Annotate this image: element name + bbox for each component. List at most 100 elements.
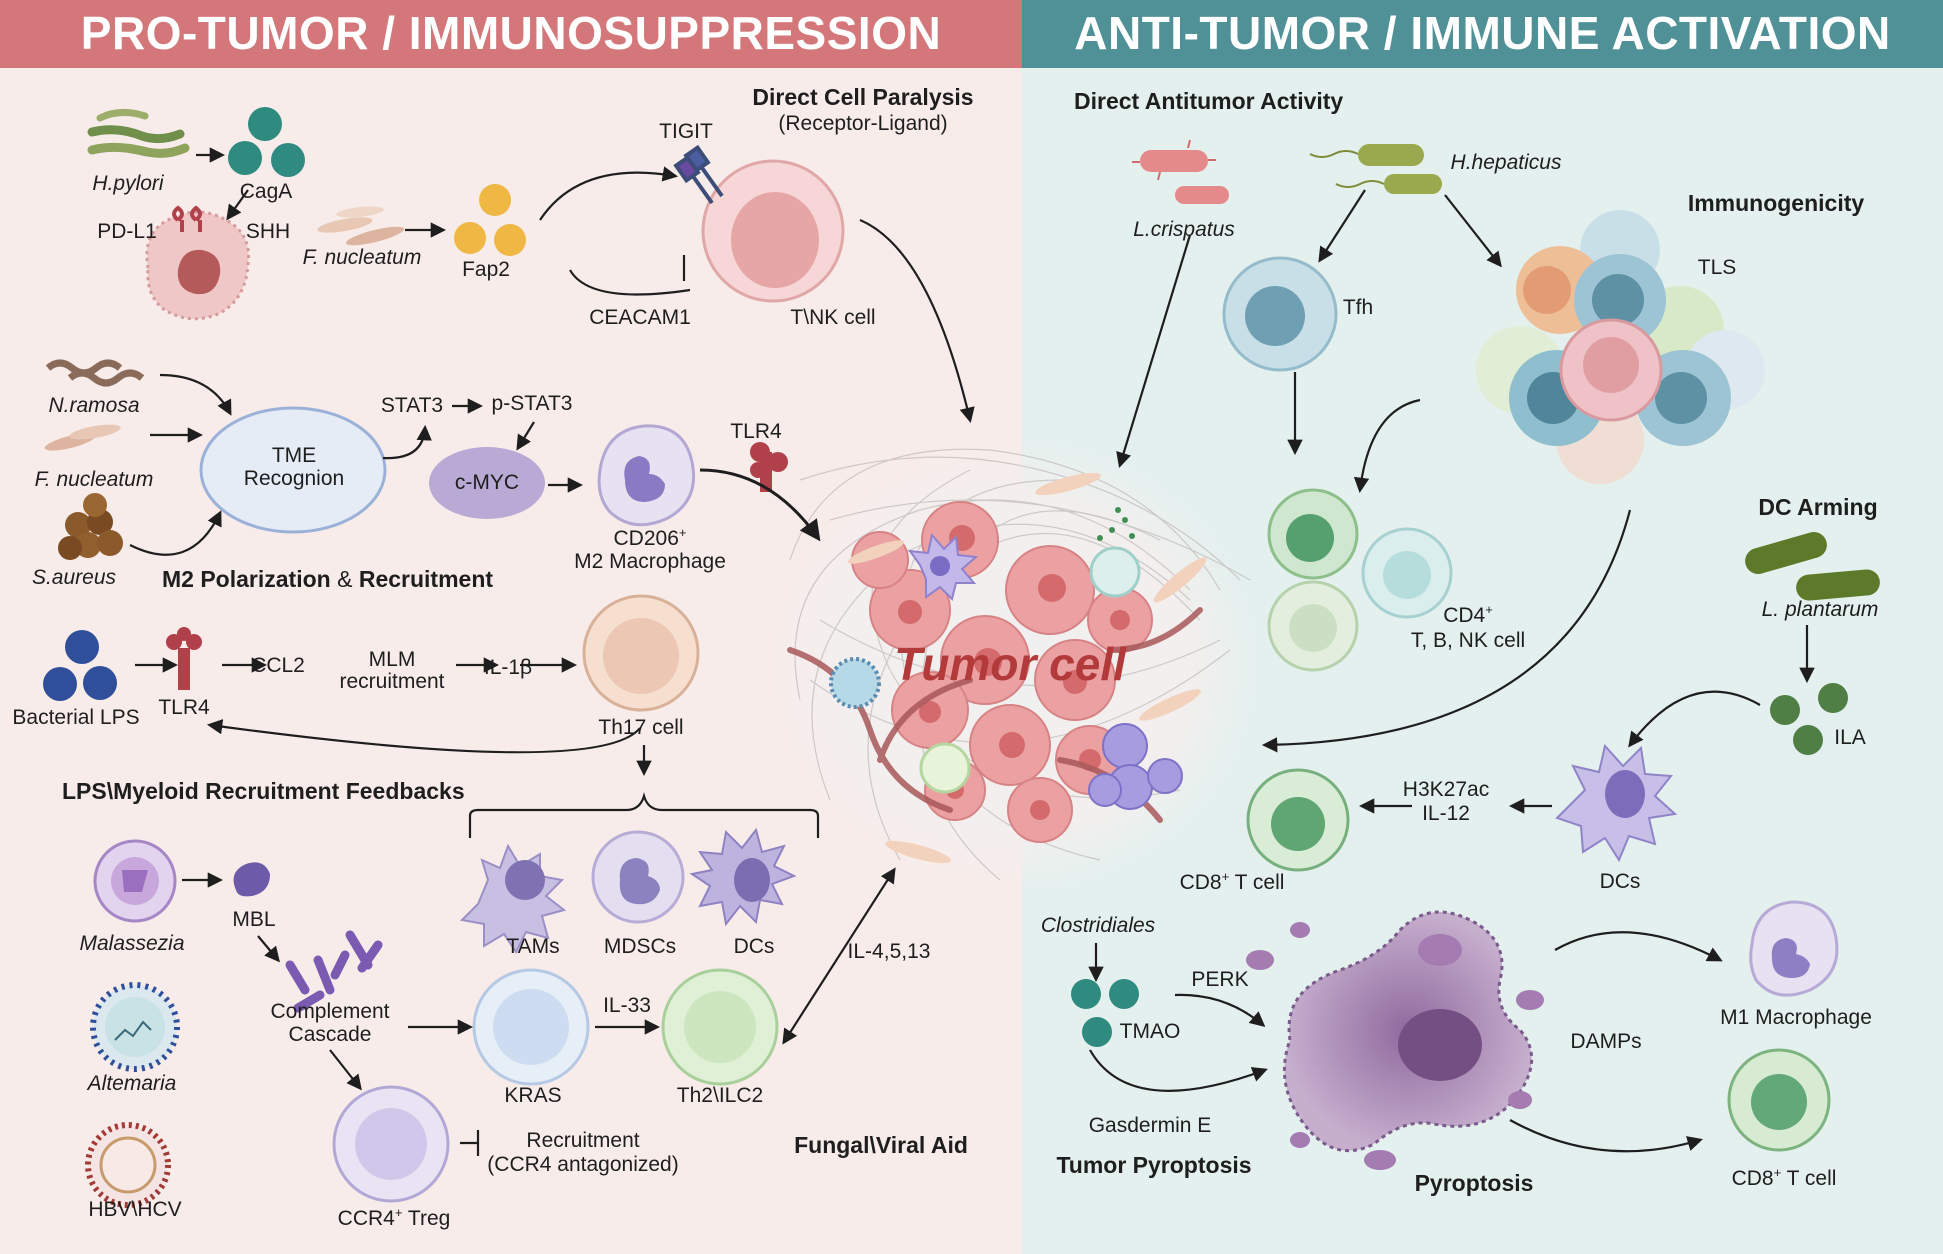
- th17-cell: [582, 594, 700, 712]
- pyroptosis-cell: [1246, 910, 1544, 1170]
- left-header: PRO-TUMOR / IMMUNOSUPPRESSION: [80, 7, 942, 59]
- f-nucleatum-label-2: F. nucleatum: [34, 468, 154, 491]
- c-myc-label: c-MYC: [454, 471, 520, 494]
- malassezia-label: Malassezia: [79, 932, 185, 955]
- mbl-label: MBL: [232, 908, 276, 931]
- tams-cell: [459, 843, 567, 954]
- h3k27ac-label: H3K27ac: [1402, 778, 1490, 801]
- cd206-label: CD206+: [613, 525, 687, 550]
- fungal-viral-title: Fungal\Viral Aid: [794, 1132, 968, 1158]
- l-plantarum-bacteria: [1745, 532, 1880, 601]
- s-aureus-cluster: [58, 493, 123, 560]
- tumor-mass: [787, 448, 1251, 881]
- il4513-label: IL-4,5,13: [847, 940, 931, 963]
- h-hepaticus-bacteria: [1309, 144, 1442, 194]
- il12-label: IL-12: [1422, 802, 1470, 825]
- l-crispatus-bacteria: [1132, 139, 1229, 204]
- f-nucleatum-label-1: F. nucleatum: [302, 246, 422, 269]
- tlr4-label-2: TLR4: [158, 696, 210, 719]
- damps-label: DAMPs: [1570, 1030, 1642, 1053]
- mdscs-label: MDSCs: [603, 935, 677, 958]
- immunogenicity-title: Immunogenicity: [1687, 190, 1865, 216]
- fap2-protein: [454, 184, 526, 256]
- cd8-t-cell-2: [1727, 1048, 1831, 1152]
- malassezia-cell: [93, 839, 177, 923]
- dcs-cell: [689, 827, 797, 927]
- complement-cascade-proteins: [285, 930, 383, 1013]
- h-hepaticus-label: H.hepaticus: [1450, 151, 1562, 174]
- right-header-bar: [1022, 0, 1943, 68]
- caga-protein: [228, 107, 305, 177]
- m1-macrophage: [1749, 900, 1839, 997]
- treg-inhibit-line: [460, 1130, 480, 1156]
- tlr4-receptor-2: [166, 627, 202, 690]
- tumor-pyroptosis-title: Tumor Pyroptosis: [1056, 1152, 1252, 1178]
- stat3-label: STAT3: [380, 394, 444, 417]
- perk-label: PERK: [1191, 968, 1249, 991]
- cd4-t-b-nk-cells: [1267, 488, 1453, 672]
- brace: [468, 792, 820, 838]
- direct-paralysis-title: Direct Cell Paralysis: [752, 84, 974, 110]
- cd8-label-2: CD8+ T cell: [1731, 1165, 1837, 1190]
- dcs-label: DCs: [733, 935, 775, 958]
- m1-macrophage-label: M1 Macrophage: [1720, 1006, 1872, 1029]
- direct-paralysis-subtitle: (Receptor-Ligand): [778, 112, 948, 135]
- gasdermin-e-label: Gasdermin E: [1088, 1114, 1212, 1137]
- tmao-label: TMAO: [1119, 1020, 1181, 1043]
- th2-ilc2-cell: [661, 968, 779, 1086]
- tnk-cell: [701, 159, 845, 303]
- recruitment-label: Recruitment: [526, 1129, 640, 1152]
- f-nucleatum-cells-2: [44, 424, 121, 451]
- kras-label: KRAS: [504, 1084, 562, 1107]
- ceacam1-label: CEACAM1: [589, 306, 691, 329]
- mlm-recruitment-label: recruitment: [339, 670, 445, 693]
- hbv-hcv-label: HBV\HCV: [88, 1198, 182, 1221]
- altemaria-label: Altemaria: [87, 1072, 177, 1095]
- l-crispatus-label: L.crispatus: [1133, 218, 1235, 241]
- ccr4-treg-cell: [332, 1085, 450, 1203]
- hbv-hcv-virus: [85, 1122, 171, 1208]
- ccr4-antagonized-label: (CCR4 antagonized): [487, 1153, 679, 1176]
- th2-ilc2-label: Th2\ILC2: [676, 1084, 764, 1107]
- tls-cluster: [1476, 210, 1765, 484]
- n-ramosa-bacteria: [45, 359, 145, 387]
- dcs-right-label: DCs: [1599, 870, 1641, 893]
- pdl1-cell: [145, 205, 251, 321]
- mlm-label: MLM: [368, 648, 416, 671]
- tumor-dc-cell: [907, 532, 979, 601]
- pdl1-label: PD-L1: [97, 220, 157, 243]
- tigit-receptor: [673, 144, 724, 205]
- cd8-t-cell-1: [1246, 768, 1350, 872]
- right-header: ANTI-TUMOR / IMMUNE ACTIVATION: [1074, 7, 1891, 59]
- p-stat3-label: p-STAT3: [491, 392, 573, 415]
- m2-macrophage-label: M2 Macrophage: [574, 550, 726, 573]
- tmao-molecules: [1071, 979, 1139, 1047]
- cd8-label-1: CD8+ T cell: [1179, 869, 1285, 894]
- h-pylori-bacteria: [87, 109, 190, 158]
- h-pylori-label: H.pylori: [92, 172, 164, 195]
- il33-label: IL-33: [603, 994, 651, 1017]
- arrows: [129, 147, 1815, 1153]
- kras-cell: [472, 968, 590, 1086]
- cd4-cell-types-label: T, B, NK cell: [1410, 629, 1526, 652]
- tnk-cell-label: T\NK cell: [790, 306, 876, 329]
- altemaria-virus: [90, 982, 180, 1072]
- ila-molecules: [1770, 683, 1848, 755]
- tfh-label: Tfh: [1342, 296, 1374, 319]
- dcs-cell-right: [1555, 743, 1678, 863]
- il1b-label: IL-1β: [483, 656, 533, 679]
- pyroptosis-title: Pyroptosis: [1414, 1170, 1534, 1196]
- caga-label: CagA: [239, 180, 293, 203]
- ccr4-treg-label: CCR4+ Treg: [337, 1205, 451, 1230]
- m2-macrophage: [597, 424, 696, 527]
- ila-label: ILA: [1834, 726, 1866, 749]
- tme-recognition-oval: [199, 406, 387, 534]
- tigit-label: TIGIT: [659, 120, 713, 143]
- tumor-label: Tumor cell: [894, 638, 1126, 690]
- clostridiales-label: Clostridiales: [1040, 914, 1156, 937]
- mdscs-cell: [591, 830, 685, 924]
- ccl2-label: CCL2: [251, 654, 305, 677]
- tfh-cell: [1222, 256, 1338, 372]
- left-header-bar: [0, 0, 1022, 68]
